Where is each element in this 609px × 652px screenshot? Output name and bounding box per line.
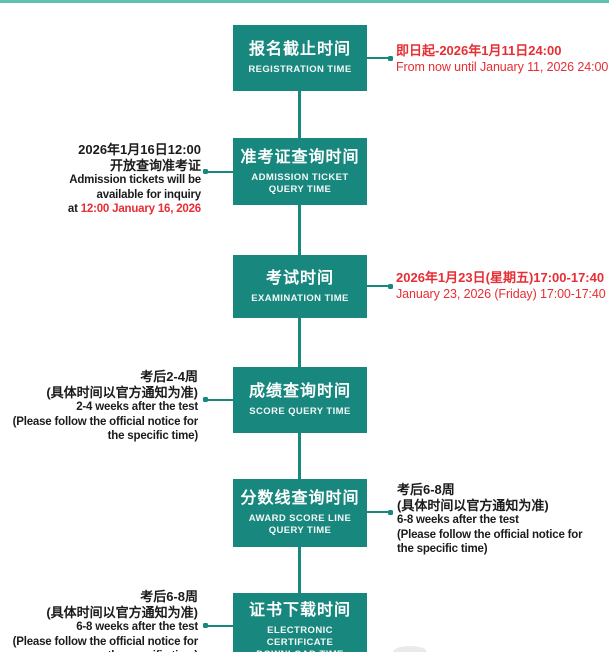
node-title-en: ADMISSION TICKET QUERY TIME — [251, 171, 349, 195]
note-line: January 23, 2026 (Friday) 17:00-17:40 — [396, 287, 606, 301]
node-title-en: REGISTRATION TIME — [248, 64, 352, 75]
connector-dot-admission-ticket — [203, 169, 208, 174]
note-line: 即日起-2026年1月11日24:00 — [396, 43, 562, 58]
note-admission-ticket: 2026年1月16日12:00 开放查询准考证 Admission ticket… — [68, 142, 201, 217]
connector-dot-award-score-line — [388, 509, 393, 515]
note-award-score-line: 考后6-8周 (具体时间以官方通知为准) 6-8 weeks after the… — [397, 482, 583, 557]
connector-dot-examination — [388, 283, 393, 289]
note-line: (Please follow the official notice for — [12, 635, 199, 648]
note-line: available for inquiry — [96, 188, 202, 201]
note-line: 考后2-4周 — [140, 369, 198, 384]
note-line: From now until January 11, 2026 24:00 — [396, 60, 609, 74]
connector-certificate-download — [206, 625, 233, 627]
timeline-node-examination: 考试时间 EXAMINATION TIME — [233, 255, 367, 318]
note-line: 6-8 weeks after the test — [397, 514, 519, 526]
timeline-node-award-score-line: 分数线查询时间 AWARD SCORE LINE QUERY TIME — [233, 479, 367, 547]
node-title-cn: 考试时间 — [265, 269, 334, 287]
note-score-query: 考后2-4周 (具体时间以官方通知为准) 2-4 weeks after the… — [12, 369, 199, 444]
connector-award-score-line — [367, 511, 389, 513]
node-title-cn: 准考证查询时间 — [240, 148, 360, 166]
note-line: (具体时间以官方通知为准) — [46, 384, 198, 400]
connector-examination — [367, 285, 389, 287]
note-line: (具体时间以官方通知为准) — [397, 497, 549, 513]
note-line: (Please follow the official notice for — [397, 528, 583, 541]
connector-dot-registration — [388, 55, 393, 61]
note-line: the specific time) — [13, 649, 199, 652]
timeline-node-registration: 报名截止时间 REGISTRATION TIME — [233, 25, 367, 91]
node-title-cn: 报名截止时间 — [248, 41, 351, 58]
connector-admission-ticket — [206, 171, 233, 173]
top-accent-bar — [0, 0, 609, 3]
note-line: 2026年1月23日(星期五)17:00-17:40 — [396, 270, 605, 285]
note-line: the specific time) — [397, 543, 488, 555]
node-title-cn: 证书下载时间 — [248, 602, 351, 619]
node-title-en: EXAMINATION TIME — [251, 292, 349, 304]
note-line: the specific time) — [107, 430, 199, 442]
node-title-cn: 成绩查询时间 — [248, 383, 351, 400]
connector-dot-score-query — [203, 397, 208, 402]
note-examination: 2026年1月23日(星期五)17:00-17:40 January 23, 2… — [396, 269, 606, 302]
note-line: (具体时间以官方通知为准) — [46, 604, 198, 620]
note-line: 开放查询准考证 — [109, 157, 201, 173]
node-title-en: ELECTRONIC CERTIFICATE DOWNLOAD TIME — [256, 625, 343, 652]
note-line-highlight: 12:00 January 16, 2026 — [80, 203, 201, 215]
note-line: 考后6-8周 — [140, 589, 198, 604]
note-line: Admission tickets will be — [69, 174, 201, 186]
connector-dot-certificate-download — [203, 623, 208, 628]
note-line: at 12:00 January 16, 2026 — [68, 202, 201, 217]
note-line: 2-4 weeks after the test — [76, 401, 198, 413]
timeline-spine — [298, 58, 301, 652]
node-title-en: SCORE QUERY TIME — [249, 406, 351, 417]
note-line: 6-8 weeks after the test — [76, 621, 198, 633]
connector-score-query — [206, 399, 233, 401]
timeline-node-certificate-download: 证书下载时间 ELECTRONIC CERTIFICATE DOWNLOAD T… — [233, 593, 367, 652]
node-title-cn: 分数线查询时间 — [240, 490, 360, 507]
note-registration: 即日起-2026年1月11日24:00 From now until Janua… — [396, 42, 608, 75]
timeline-node-score-query: 成绩查询时间 SCORE QUERY TIME — [233, 367, 367, 433]
note-line: 考后6-8周 — [397, 482, 455, 497]
watermark-fragment — [393, 646, 427, 652]
note-certificate-download: 考后6-8周 (具体时间以官方通知为准) 6-8 weeks after the… — [12, 589, 199, 652]
note-line: (Please follow the official notice for — [12, 415, 199, 428]
note-line: 2026年1月16日12:00 — [78, 142, 201, 157]
node-title-en: AWARD SCORE LINE QUERY TIME — [248, 513, 352, 536]
note-line-prefix: at — [67, 203, 81, 215]
connector-registration — [367, 57, 389, 59]
timeline-node-admission-ticket: 准考证查询时间 ADMISSION TICKET QUERY TIME — [233, 138, 367, 205]
